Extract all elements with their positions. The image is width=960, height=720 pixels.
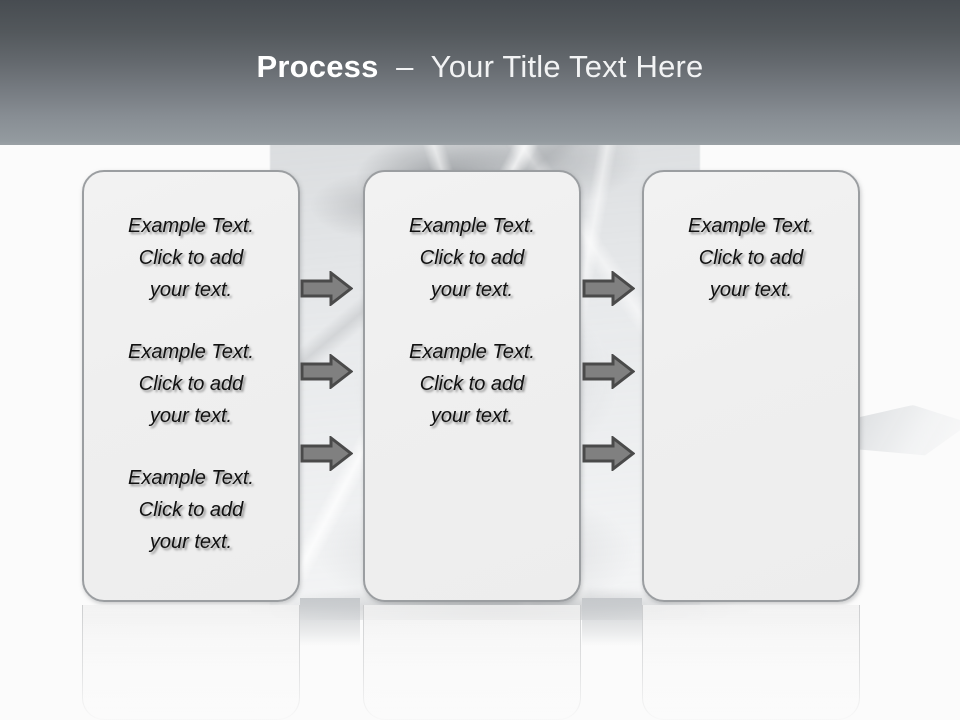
card-reflections bbox=[0, 605, 960, 720]
process-card-3[interactable]: Example Text. Click to add your text. bbox=[642, 170, 860, 602]
arrow-right-icon bbox=[300, 354, 353, 389]
arrow-col1-col2-row2[interactable] bbox=[300, 354, 353, 389]
arrow-col2-col3-row1[interactable] bbox=[582, 271, 635, 306]
arrow-col1-col2-row3[interactable] bbox=[300, 436, 353, 471]
arrow-right-icon bbox=[300, 271, 353, 306]
card-1-block-1[interactable]: Example Text. Click to add your text. bbox=[128, 215, 254, 301]
page-title: Process – Your Title Text Here bbox=[0, 49, 960, 85]
card-1-content: Example Text. Click to add your text. Ex… bbox=[84, 210, 298, 588]
card-2-block-1[interactable]: Example Text. Click to add your text. bbox=[409, 215, 535, 301]
arrow-col2-col3-row3[interactable] bbox=[582, 436, 635, 471]
page-title-bold: Process bbox=[256, 49, 379, 84]
card-3-block-1[interactable]: Example Text. Click to add your text. bbox=[688, 215, 814, 301]
slide-header: Process – Your Title Text Here bbox=[0, 0, 960, 145]
process-card-2[interactable]: Example Text. Click to add your text. Ex… bbox=[363, 170, 581, 602]
page-title-rest: – Your Title Text Here bbox=[378, 49, 704, 84]
arrow-col2-col3-row2[interactable] bbox=[582, 354, 635, 389]
arrow-right-icon bbox=[582, 271, 635, 306]
arrow-right-icon bbox=[300, 436, 353, 471]
arrow-col1-col2-row1[interactable] bbox=[300, 271, 353, 306]
arrow-right-icon bbox=[582, 354, 635, 389]
reflection-card-1 bbox=[82, 605, 300, 720]
card-3-content: Example Text. Click to add your text. bbox=[644, 210, 858, 336]
card-2-block-2[interactable]: Example Text. Click to add your text. bbox=[409, 341, 535, 427]
card-1-block-2[interactable]: Example Text. Click to add your text. bbox=[128, 341, 254, 427]
reflection-card-3 bbox=[642, 605, 860, 720]
arrow-right-icon bbox=[582, 436, 635, 471]
reflection-card-2 bbox=[363, 605, 581, 720]
reflection-fade bbox=[0, 605, 960, 720]
card-1-block-3[interactable]: Example Text. Click to add your text. bbox=[128, 467, 254, 553]
card-2-content: Example Text. Click to add your text. Ex… bbox=[365, 210, 579, 462]
gap-shadow-1 bbox=[300, 598, 360, 646]
process-card-1[interactable]: Example Text. Click to add your text. Ex… bbox=[82, 170, 300, 602]
gap-shadow-2 bbox=[582, 598, 642, 646]
